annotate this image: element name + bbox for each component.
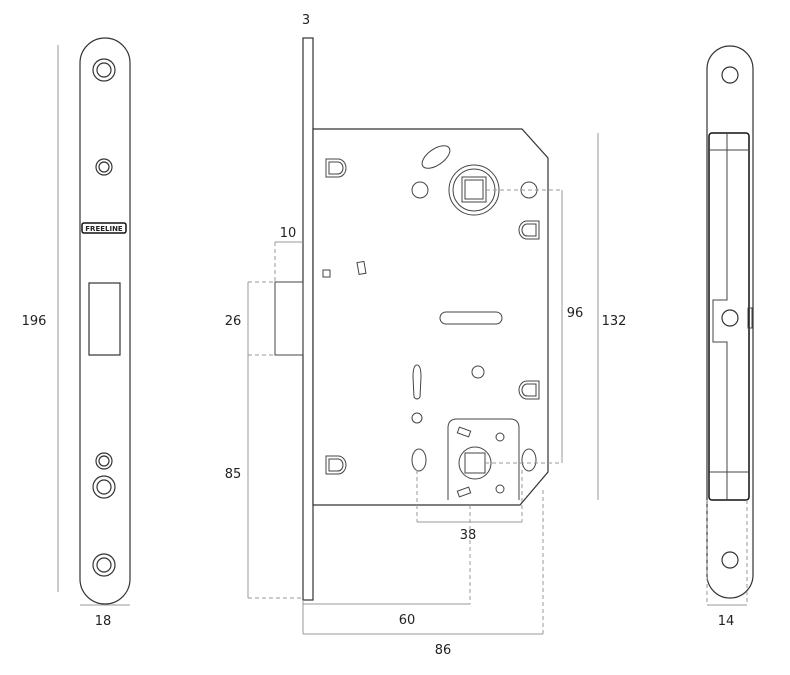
dim-96: 96 — [567, 306, 584, 321]
dim-38: 38 — [460, 528, 477, 543]
dim-85: 85 — [225, 467, 242, 482]
lock-case — [312, 128, 549, 506]
latch-bolt — [274, 281, 304, 356]
dim-86: 86 — [435, 643, 452, 658]
dim-14: 14 — [718, 614, 735, 629]
dim-10: 10 — [280, 226, 297, 241]
dim-26: 26 — [225, 314, 242, 329]
faceplate-back-view — [706, 45, 754, 599]
freeline-logo: FREELINE — [81, 222, 127, 234]
dim-196: 196 — [22, 314, 47, 329]
dim-132: 132 — [602, 314, 627, 329]
dim-60: 60 — [399, 613, 416, 628]
faceplate-front-view: FREELINE — [79, 37, 131, 605]
latch-opening — [88, 282, 121, 356]
faceplate-side — [302, 37, 314, 601]
dim-18: 18 — [95, 614, 112, 629]
svg-text:FREELINE: FREELINE — [85, 225, 123, 233]
dim-3: 3 — [302, 13, 310, 28]
lock-body-side-view — [274, 37, 549, 601]
